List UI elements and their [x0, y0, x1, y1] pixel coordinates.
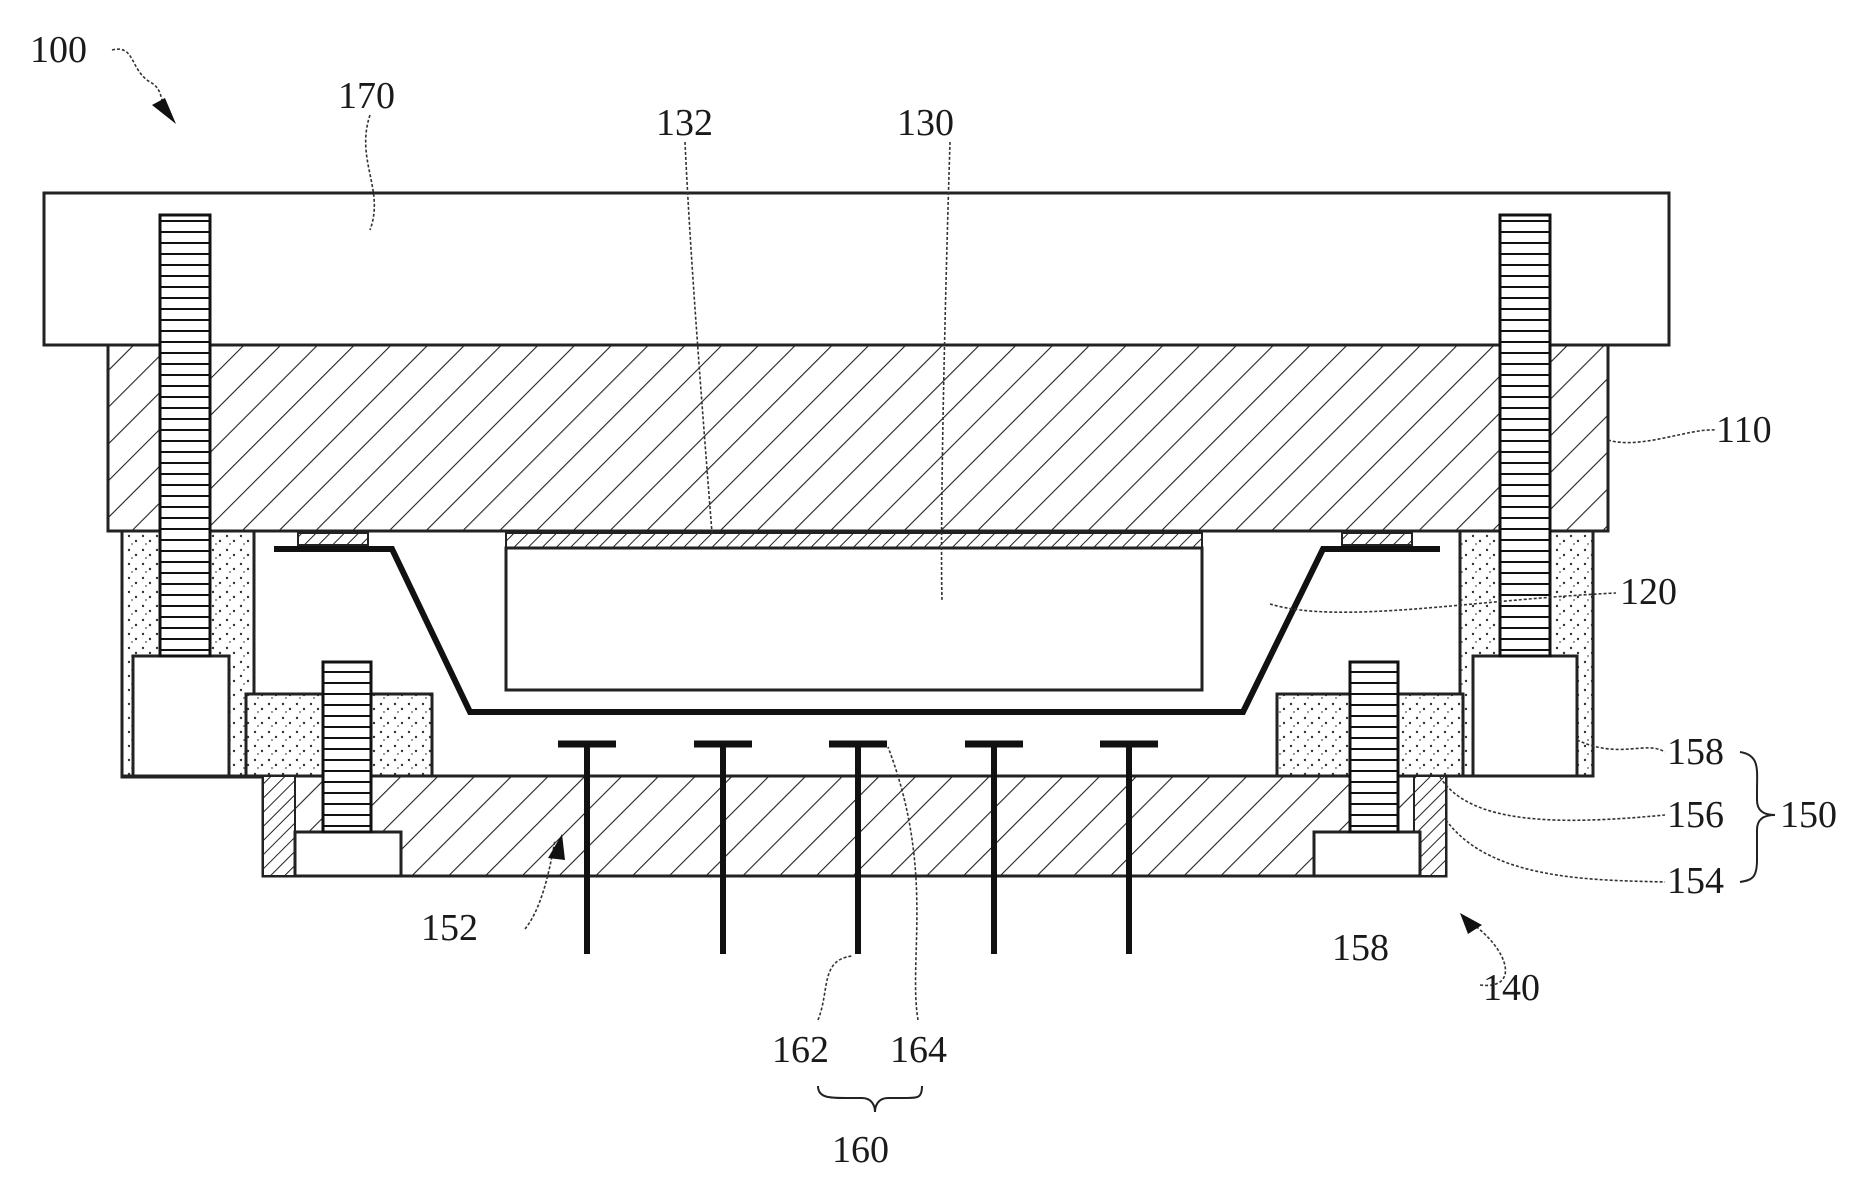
- clamp-block-110: [108, 345, 1608, 531]
- frame-left-edge: [122, 776, 265, 777]
- label-152: 152: [421, 907, 478, 949]
- brace-150: [1740, 752, 1775, 882]
- label-150: 150: [1780, 794, 1837, 836]
- long-screw-left: [160, 215, 210, 656]
- die-130: [506, 548, 1202, 690]
- label-132: 132: [656, 102, 713, 144]
- brace-160: [818, 1086, 922, 1112]
- label-158-right: 158: [1667, 731, 1724, 773]
- film-pad-right: [1342, 533, 1412, 545]
- label-160: 160: [832, 1129, 889, 1171]
- label-162: 162: [772, 1029, 829, 1071]
- side-block-158-right: [1473, 656, 1577, 776]
- screw-head-158-lower-left: [295, 832, 401, 876]
- label-110: 110: [1716, 409, 1772, 451]
- side-block-158-left: [133, 656, 229, 776]
- label-130: 130: [897, 102, 954, 144]
- long-screw-right: [1500, 215, 1550, 656]
- short-screw-left: [323, 662, 371, 832]
- top-plate-170: [44, 193, 1669, 345]
- arrowhead-140: [1460, 913, 1482, 934]
- insert-layer-154-left: [263, 776, 295, 876]
- screw-head-158-lower-right: [1314, 832, 1420, 876]
- label-120: 120: [1620, 571, 1677, 613]
- arrowhead-100: [152, 98, 176, 124]
- label-164: 164: [890, 1029, 947, 1071]
- short-screw-right: [1350, 662, 1398, 832]
- mold-plate-152: [263, 776, 1446, 876]
- label-140: 140: [1483, 967, 1540, 1009]
- label-100: 100: [30, 29, 87, 71]
- film-pad-left: [298, 533, 368, 545]
- die-layer-132: [506, 533, 1202, 548]
- label-158-lower: 158: [1332, 927, 1389, 969]
- label-154: 154: [1667, 860, 1724, 902]
- label-170: 170: [338, 75, 395, 117]
- label-156: 156: [1667, 794, 1724, 836]
